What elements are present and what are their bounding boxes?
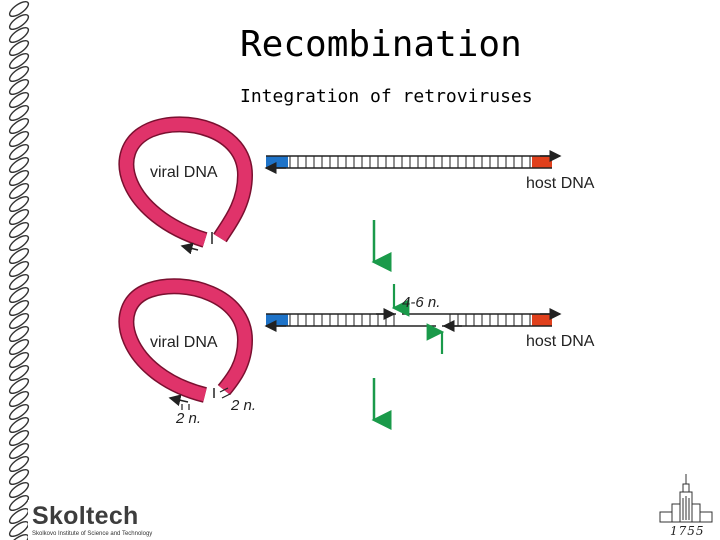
top-host-label: host DNA xyxy=(526,175,595,192)
bottom-host-dna xyxy=(264,308,562,332)
top-host-dna xyxy=(264,150,562,174)
footer-year: 1755 xyxy=(670,524,705,538)
logo-tagline: Skolkovo Institute of Science and Techno… xyxy=(32,531,153,537)
bottom-viral-dna-circle xyxy=(118,278,254,410)
gap-label: 4-6 n. xyxy=(402,294,440,311)
slide-title: Recombination xyxy=(240,24,522,65)
bottom-viral-label: viral DNA xyxy=(150,334,218,351)
end-label-left: 2 n. xyxy=(175,410,201,427)
university-building-icon xyxy=(659,474,713,523)
top-viral-dna-circle xyxy=(118,116,254,255)
logo-name: Skoltech xyxy=(32,502,139,530)
slide-subtitle: Integration of retroviruses xyxy=(240,86,533,107)
skoltech-logo: Skoltech Skolkovo Institute of Science a… xyxy=(28,500,152,540)
end-label-right: 2 n. xyxy=(230,397,256,414)
bottom-host-label: host DNA xyxy=(526,333,595,350)
chain-border xyxy=(8,0,30,540)
top-viral-label: viral DNA xyxy=(150,164,218,181)
